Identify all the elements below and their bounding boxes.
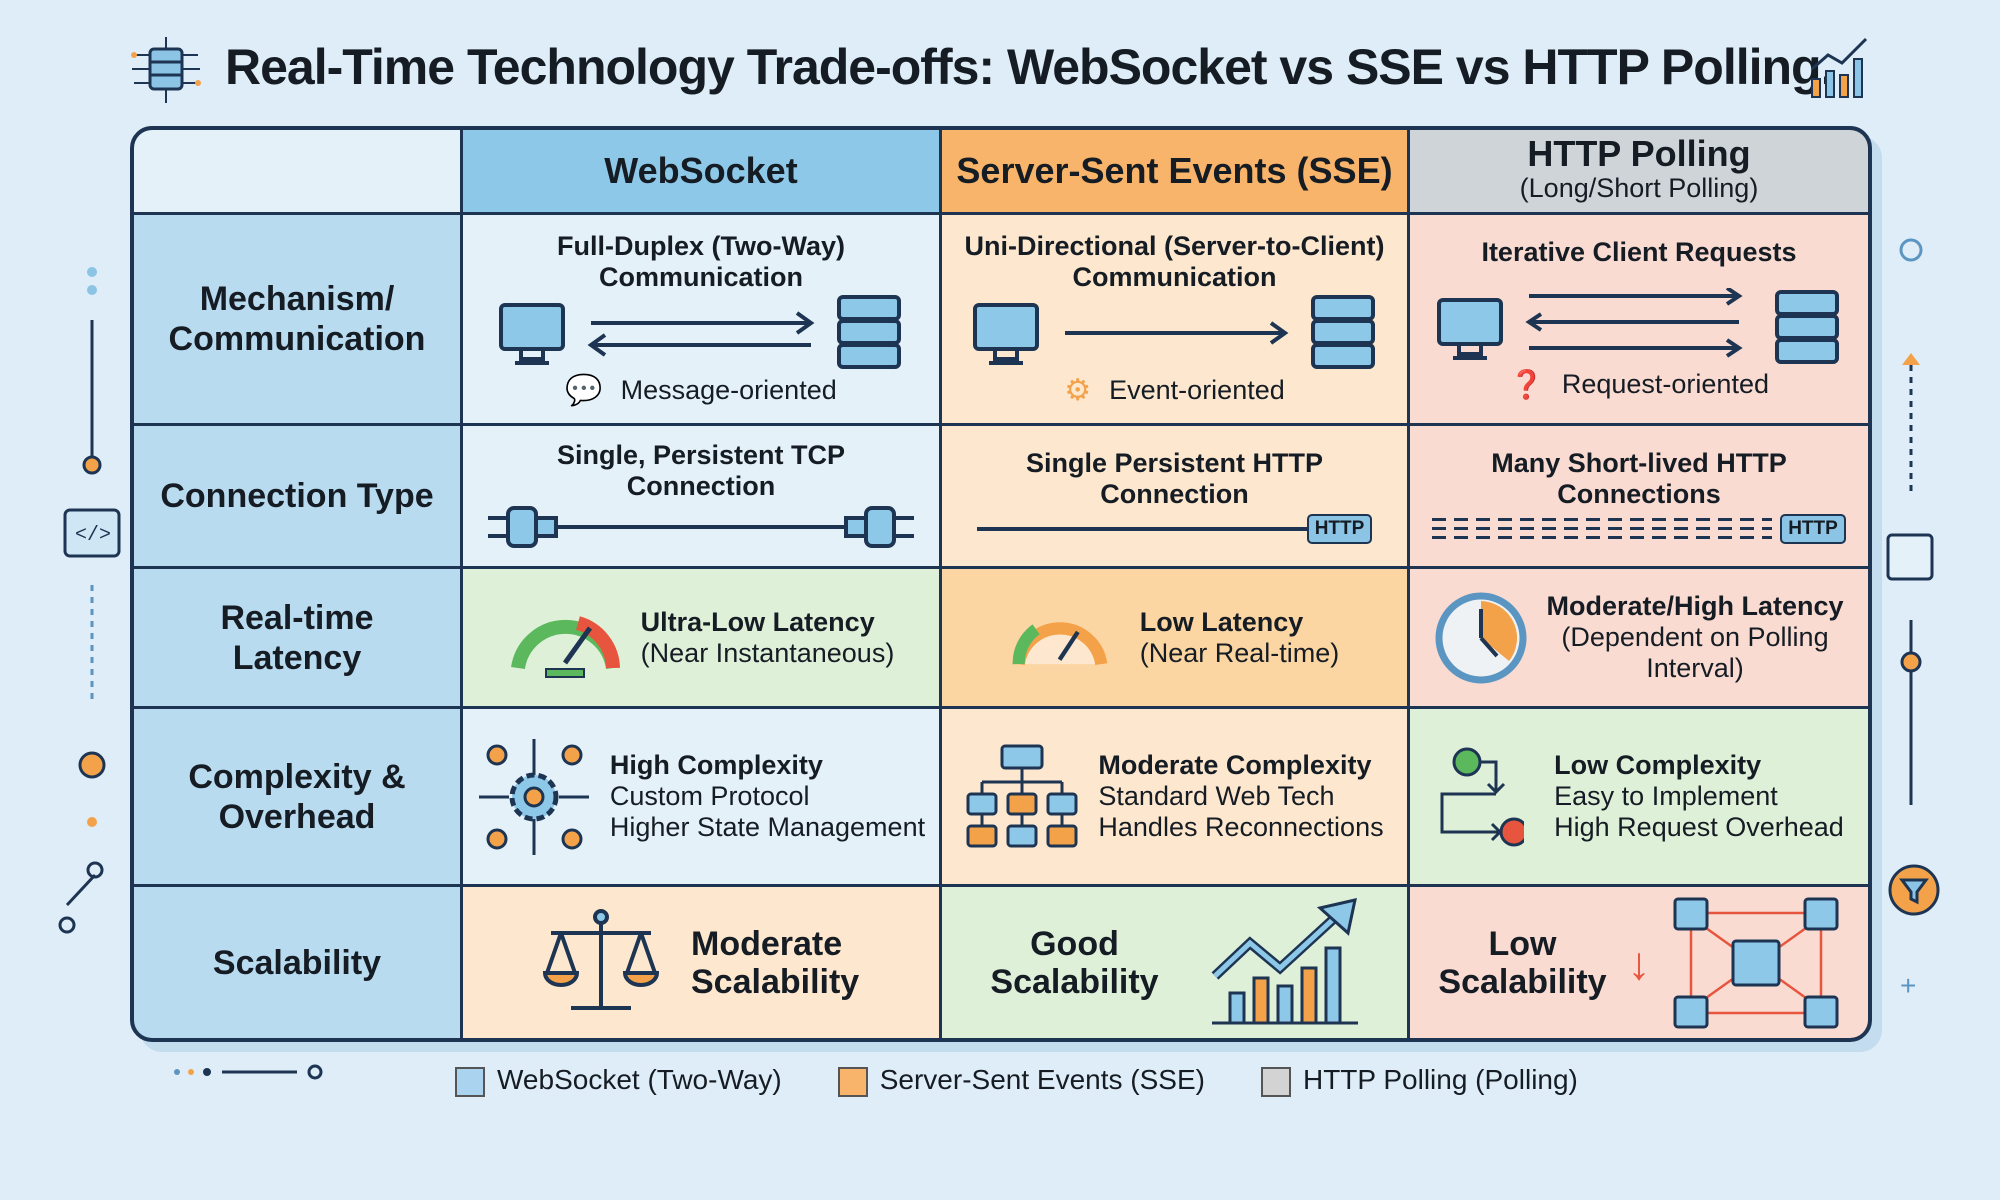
header-http-subtitle: (Long/Short Polling) [1519, 173, 1759, 203]
ws-complexity-line2: Higher State Management [609, 812, 926, 842]
down-arrow-icon: ↓ [1627, 936, 1651, 989]
legend-label: Server-Sent Events (SSE) [879, 1064, 1205, 1095]
legend-item-websocket: WebSocket (Two-Way) [455, 1064, 782, 1097]
sse-scalability-text: Good Scalability [990, 924, 1159, 1001]
ws-latency-title: Ultra-Low Latency [640, 606, 875, 637]
dashed-connections [1432, 518, 1773, 540]
legend-swatch [837, 1066, 868, 1097]
cell-ws-latency: Ultra-Low Latency(Near Instantaneous) [463, 569, 939, 706]
http-latency-sub: (Dependent on Polling Interval) [1561, 622, 1829, 683]
svg-text:</>: </> [75, 524, 111, 547]
http-latency-title: Moderate/High Latency [1546, 591, 1844, 621]
cell-http-latency: Moderate/High Latency(Dependent on Polli… [1410, 569, 1868, 706]
sse-latency-title: Low Latency [1139, 606, 1304, 637]
legend-swatch [1260, 1066, 1291, 1097]
chat-bubbles-icon: 💬 [565, 373, 603, 407]
row-label-latency: Real-time Latency [134, 569, 460, 706]
http-complexity-line1: Easy to Implement [1554, 781, 1778, 811]
comparison-table: WebSocket Server-Sent Events (SSE) HTTP … [130, 126, 1872, 1042]
ws-mechanism-note: Message-oriented [620, 374, 837, 405]
persistent-line [976, 527, 1307, 531]
event-gear-icon: ⚙ [1064, 373, 1092, 407]
row-label-connection: Connection Type [134, 426, 460, 566]
simple-flow-icon [1440, 747, 1525, 846]
timeline-decoration-left: </> [58, 267, 121, 934]
speedometer-icon [1012, 621, 1108, 665]
ws-scalability-text: Moderate Scalability [691, 924, 860, 1001]
sse-connection-text: Single Persistent HTTP Connection [1025, 448, 1324, 509]
header-empty [134, 130, 460, 212]
ws-complexity-line1: Custom Protocol [609, 781, 810, 811]
legend: WebSocket (Two-Way) Server-Sent Events (… [455, 1064, 1578, 1097]
hierarchy-icon [966, 744, 1078, 847]
speedometer-fast-icon [510, 615, 620, 678]
growth-bar-chart-icon [1211, 897, 1358, 1024]
http-badge: HTTP [1780, 514, 1846, 544]
ws-connection-text: Single, Persistent TCP Connection [556, 440, 846, 501]
cell-ws-scalability: Moderate Scalability [463, 887, 939, 1038]
legend-item-http: HTTP Polling (Polling) [1260, 1064, 1578, 1097]
http-mechanism-text: Iterative Client Requests [1481, 237, 1797, 267]
header-http-polling: HTTP Polling(Long/Short Polling) [1410, 130, 1868, 212]
page-title: Real-Time Technology Trade-offs: WebSock… [225, 39, 1834, 95]
server-mesh-icon [1673, 897, 1838, 1028]
client-server-oneway-icon [972, 294, 1375, 369]
ws-complexity-title: High Complexity [609, 750, 823, 780]
header-sse: Server-Sent Events (SSE) [942, 130, 1407, 212]
cell-sse-connection: Single Persistent HTTP Connection HTTP [942, 426, 1407, 566]
http-scalability-text: Low Scalability [1438, 924, 1607, 1001]
svg-text:+: + [1900, 970, 1916, 1001]
sse-complexity-line2: Handles Reconnections [1098, 812, 1384, 842]
cell-ws-mechanism: Full-Duplex (Two-Way) Communication 💬 Mes… [463, 215, 939, 423]
dots-decoration [174, 1064, 323, 1080]
row-label-mechanism: Mechanism/ Communication [134, 215, 460, 423]
cell-http-scalability: Low Scalability ↓ [1410, 887, 1868, 1038]
http-complexity-line2: High Request Overhead [1554, 812, 1844, 842]
cell-sse-latency: Low Latency(Near Real-time) [942, 569, 1407, 706]
legend-swatch [455, 1066, 485, 1097]
legend-item-sse: Server-Sent Events (SSE) [837, 1064, 1205, 1097]
legend-label: HTTP Polling (Polling) [1302, 1064, 1578, 1095]
legend-label: WebSocket (Two-Way) [497, 1064, 782, 1095]
growth-chart-icon [1811, 37, 1868, 98]
row-label-scalability: Scalability [134, 887, 460, 1038]
cell-sse-scalability: Good Scalability [942, 887, 1407, 1038]
row-label-complexity: Complexity & Overhead [134, 709, 460, 884]
http-mechanism-note: Request-oriented [1561, 369, 1769, 399]
cell-http-connection: Many Short-lived HTTP Connections HTTP [1410, 426, 1868, 566]
timeline-decoration-right: + [1886, 238, 1940, 1001]
client-server-repeated-requests-icon [1437, 288, 1839, 364]
question-icon: ❓ [1508, 369, 1544, 400]
server-network-icon [131, 37, 201, 103]
client-server-bidirectional-icon [499, 294, 901, 369]
sse-mechanism-text: Uni-Directional (Server-to-Client) Commu… [964, 230, 1385, 292]
sse-mechanism-note: Event-oriented [1109, 374, 1285, 405]
sse-complexity-title: Moderate Complexity [1098, 750, 1372, 780]
balance-scale-icon [542, 908, 660, 1010]
sse-complexity-line1: Standard Web Tech [1098, 781, 1335, 811]
clock-icon [1435, 592, 1527, 683]
cell-http-mechanism: Iterative Client Requests ❓ Request-orien… [1410, 215, 1868, 423]
sse-latency-sub: (Near Real-time) [1139, 637, 1340, 668]
gears-network-icon [478, 738, 589, 855]
plug-cable-icon [488, 506, 914, 548]
http-badge: HTTP [1306, 514, 1373, 544]
header-websocket: WebSocket [463, 130, 939, 212]
header-http-title: HTTP Polling [1527, 133, 1751, 174]
http-connection-text: Many Short-lived HTTP Connections [1491, 448, 1787, 509]
http-complexity-title: Low Complexity [1554, 750, 1762, 780]
ws-mechanism-text: Full-Duplex (Two-Way) Communication [557, 230, 845, 292]
cell-ws-connection: Single, Persistent TCP Connection [463, 426, 939, 566]
ws-latency-sub: (Near Instantaneous) [640, 637, 895, 668]
cell-sse-mechanism: Uni-Directional (Server-to-Client) Commu… [942, 215, 1407, 423]
